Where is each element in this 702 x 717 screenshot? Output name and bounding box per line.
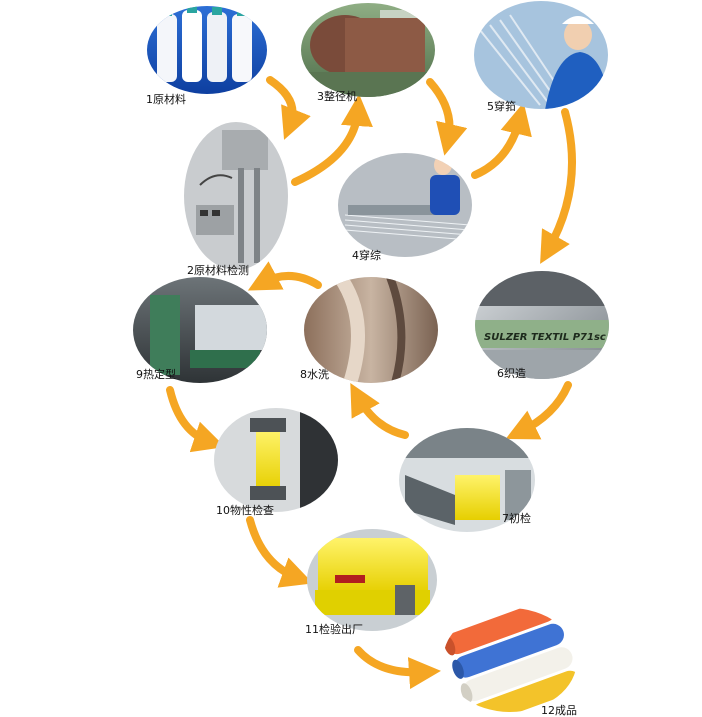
step-3-label: 3整径机 (317, 89, 357, 103)
arrow-11-to-12 (354, 646, 441, 690)
step-11-label: 11检验出厂 (305, 622, 363, 636)
step-8-photo (304, 277, 438, 383)
arrow-3-to-4 (426, 78, 468, 156)
arrow-10-to-11 (246, 516, 314, 588)
step-3-photo (301, 3, 435, 97)
flow-arrows (166, 76, 576, 690)
step-10-photo (214, 408, 338, 512)
step-6-photo: SULZER TEXTIL P71sc (475, 271, 609, 379)
step-1-photo (147, 6, 267, 94)
loom-brand-text: SULZER TEXTIL P71sc (484, 332, 606, 343)
step-4-photo (338, 153, 472, 257)
step-12: 12成品 (443, 608, 577, 717)
step-12-label: 12成品 (541, 704, 577, 717)
arrow-2-to-3 (291, 94, 373, 186)
step-2-label: 2原材料检测 (187, 263, 249, 277)
arrow-8-to-9 (247, 261, 322, 291)
step-5-photo (474, 1, 608, 109)
step-7: 7初检 (399, 428, 535, 532)
step-6: SULZER TEXTIL P71sc 6织造 (475, 271, 609, 380)
arrow-5-to-6 (540, 108, 576, 264)
arrow-6-to-7 (505, 381, 572, 440)
step-8-label: 8水洗 (300, 368, 329, 381)
step-11: 11检验出厂 (305, 529, 437, 636)
step-7-photo (399, 428, 535, 532)
arrow-4-to-5 (471, 102, 532, 179)
step-10-label: 10物性检查 (216, 503, 274, 517)
step-4-label: 4穿综 (352, 248, 381, 262)
arrow-9-to-10 (166, 386, 226, 453)
step-8: 8水洗 (300, 277, 438, 383)
step-1-label: 1原材料 (146, 92, 186, 106)
step-3: 3整径机 (301, 3, 435, 103)
step-9-label: 9热定型 (136, 367, 176, 381)
step-11-photo (307, 529, 437, 631)
arrow-1-to-2 (266, 76, 311, 140)
step-6-label: 6织造 (497, 366, 526, 380)
step-5: 5穿筘 (474, 1, 608, 113)
step-7-label: 7初检 (502, 511, 531, 525)
step-5-label: 5穿筘 (487, 99, 516, 113)
step-9-photo (133, 277, 267, 383)
step-12-photo (443, 608, 577, 712)
step-2: 2原材料检测 (184, 122, 288, 277)
step-10: 10物性检查 (214, 408, 338, 517)
arrow-7-to-8 (350, 382, 409, 439)
step-1: 1原材料 (146, 6, 267, 106)
step-4: 4穿综 (338, 153, 472, 262)
step-9: 9热定型 (133, 277, 267, 383)
step-2-photo (184, 122, 288, 270)
